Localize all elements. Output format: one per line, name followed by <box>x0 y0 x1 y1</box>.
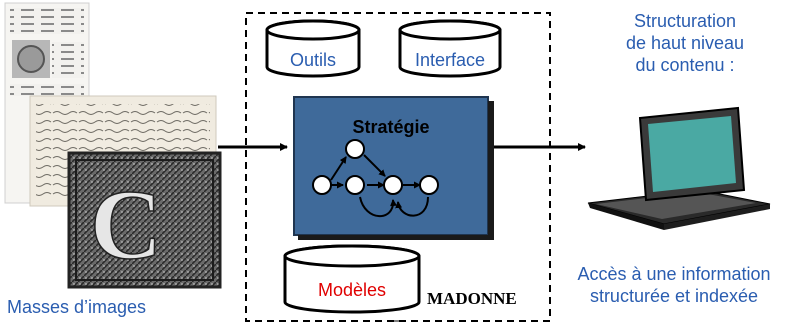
interface-database <box>398 19 502 78</box>
acces-line-1: Accès à une information <box>577 264 771 284</box>
graph-node <box>419 175 439 195</box>
interface-label: Interface <box>414 50 486 70</box>
strategy-graph <box>312 139 439 218</box>
graph-node <box>345 175 365 195</box>
modeles-database <box>283 244 421 314</box>
structuration-line-3: du contenu : <box>635 55 735 75</box>
graph-node <box>312 175 332 195</box>
outils-label: Outils <box>289 50 336 70</box>
svg-text:C: C <box>90 169 162 280</box>
strategie-title: Stratégie <box>352 117 430 137</box>
graph-loop-edge <box>395 196 429 217</box>
structuration-caption: Structuration de haut niveau du contenu … <box>585 10 785 76</box>
strategy-box <box>293 96 494 240</box>
graph-node <box>345 139 365 159</box>
structuration-line-1: Structuration <box>633 11 737 31</box>
structuration-line-2: de haut niveau <box>625 33 745 53</box>
document-images-stack: C <box>4 2 222 289</box>
acces-caption: Accès à une information structurée et in… <box>558 263 790 307</box>
graph-loop-edge <box>359 196 398 218</box>
madonne-label: MADONNE <box>427 289 517 308</box>
outils-database <box>265 19 361 78</box>
acces-line-2: structurée et indexée <box>589 286 759 306</box>
graph-node <box>383 175 403 195</box>
masses-images-caption: Masses d’images <box>7 297 147 317</box>
modeles-label: Modèles <box>317 280 387 300</box>
engraved-letter-image: C <box>67 151 222 289</box>
laptop-icon <box>587 106 771 230</box>
graph-edge <box>363 154 386 177</box>
graph-edge <box>330 156 347 181</box>
madonne-system-boundary <box>245 12 551 322</box>
